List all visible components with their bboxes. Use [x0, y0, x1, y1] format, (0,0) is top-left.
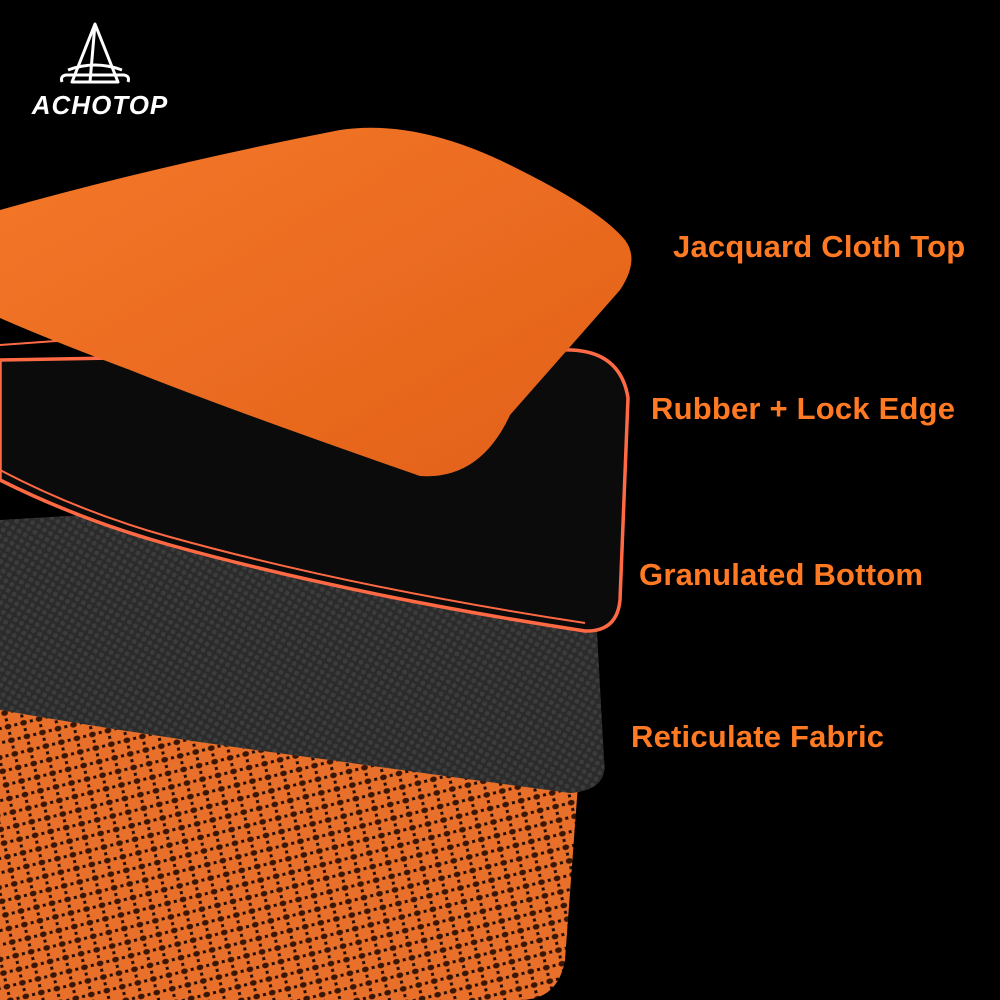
- brand-wordmark: ACHOTOP: [31, 90, 169, 120]
- rubber-lock-edge-side: [0, 469, 586, 624]
- label-jacquard-cloth-top: Jacquard Cloth Top: [673, 229, 966, 264]
- label-reticulate-fabric: Reticulate Fabric: [631, 719, 885, 754]
- brand-logo: ACHOTOP: [31, 22, 169, 120]
- jacquard-cloth-top-layer: [0, 127, 632, 477]
- label-granulated-bottom: Granulated Bottom: [639, 557, 924, 592]
- tent-icon: [60, 22, 130, 84]
- label-rubber-lock-edge: Rubber + Lock Edge: [651, 391, 956, 426]
